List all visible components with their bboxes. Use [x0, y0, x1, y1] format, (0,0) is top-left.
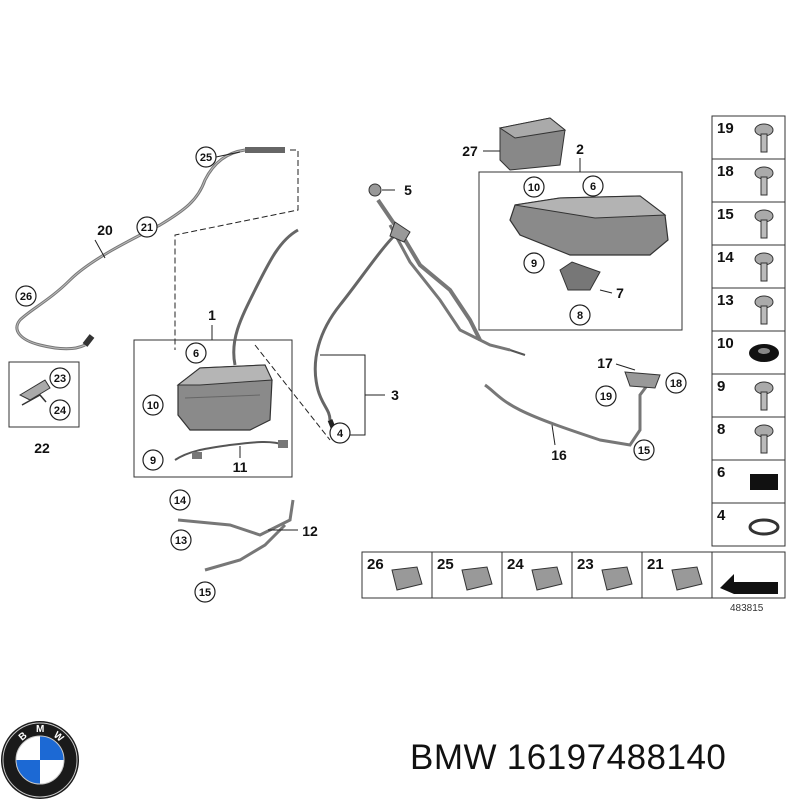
side-part-label: 10: [717, 335, 734, 352]
side-part-label: 4: [717, 507, 726, 524]
part-caption: BMW 16197488140: [410, 738, 726, 778]
side-parts-column: 19 18 15 14 13 10 9 8 6 4: [711, 115, 786, 547]
side-part-label: 8: [717, 421, 725, 438]
svg-text:9: 9: [531, 258, 537, 270]
svg-text:6: 6: [590, 181, 596, 193]
bottom-part-24: 24: [501, 551, 573, 599]
side-part-8: 8: [711, 416, 786, 461]
assembly-1-box: 1 6 10 9 11: [133, 228, 299, 478]
svg-text:16: 16: [551, 447, 567, 463]
svg-text:26: 26: [20, 291, 32, 303]
callout-26: 26: [15, 285, 37, 307]
side-part-6: 6: [711, 459, 786, 504]
side-part-10: 10: [711, 330, 786, 375]
side-part-label: 19: [717, 120, 734, 137]
dash-lines-left: [174, 149, 331, 441]
side-part-13: 13: [711, 287, 786, 332]
svg-text:15: 15: [638, 445, 650, 457]
bottom-part-label: 23: [577, 556, 594, 573]
side-part-label: 9: [717, 378, 725, 395]
group-22: 23 24 22: [8, 361, 80, 456]
side-part-label: 14: [717, 249, 734, 266]
svg-text:8: 8: [577, 310, 583, 322]
svg-text:25: 25: [200, 152, 212, 164]
svg-text:22: 22: [34, 440, 50, 456]
svg-text:14: 14: [174, 495, 187, 507]
bottom-part-label: 21: [647, 556, 664, 573]
svg-text:6: 6: [193, 348, 199, 360]
svg-text:27: 27: [462, 143, 478, 159]
bottom-part-label: 24: [507, 556, 524, 573]
bottom-parts-row: 26 25 24 23 21: [361, 551, 786, 599]
bottom-part-23: 23: [571, 551, 643, 599]
logo-letter-m: M: [36, 724, 44, 735]
side-part-label: 13: [717, 292, 734, 309]
line-16: 17 19 18 15 16: [484, 355, 687, 463]
side-part-label: 15: [717, 206, 734, 223]
svg-text:5: 5: [404, 182, 412, 198]
side-part-15: 15: [711, 201, 786, 246]
svg-text:15: 15: [199, 587, 211, 599]
svg-text:12: 12: [302, 523, 318, 539]
bottom-part-21: 21: [641, 551, 713, 599]
svg-text:4: 4: [337, 428, 344, 440]
side-part-4: 4: [711, 502, 786, 547]
bmw-logo: B M W: [1, 721, 79, 799]
filler-neck-5: 5: [368, 182, 526, 356]
svg-text:10: 10: [147, 400, 159, 412]
hose-3: 3 4: [313, 233, 399, 444]
caption-brand: BMW: [410, 738, 498, 777]
assembly-2-box: 2 10 6 9 8 7: [478, 141, 683, 331]
svg-text:10: 10: [528, 182, 540, 194]
svg-text:13: 13: [175, 535, 187, 547]
label-20: 20: [97, 222, 113, 238]
bottom-part-25: 25: [431, 551, 503, 599]
side-part-label: 6: [717, 464, 725, 481]
side-part-18: 18: [711, 158, 786, 203]
svg-text:19: 19: [600, 391, 612, 403]
svg-text:2: 2: [576, 141, 584, 157]
svg-text:21: 21: [141, 222, 153, 234]
svg-text:23: 23: [54, 373, 66, 385]
side-part-19: 19: [711, 115, 786, 160]
svg-text:3: 3: [391, 387, 399, 403]
reference-number: 483815: [730, 603, 764, 614]
svg-text:7: 7: [616, 285, 624, 301]
line-12: 12 14 13 15: [169, 489, 318, 603]
callout-21: 21: [136, 216, 158, 238]
side-part-14: 14: [711, 244, 786, 289]
side-part-9: 9: [711, 373, 786, 418]
svg-text:17: 17: [597, 355, 613, 371]
hose-20: [15, 147, 285, 351]
svg-text:18: 18: [670, 378, 682, 390]
module-27: 27: [462, 117, 567, 171]
callout-25: 25: [195, 146, 241, 168]
bottom-part-label: 26: [367, 556, 384, 573]
bottom-part-label: 25: [437, 556, 454, 573]
bottom-part-26: 26: [361, 551, 433, 599]
caption-part-number: 16197488140: [506, 738, 727, 777]
parts-diagram: 25 21 20 26 23 24 22 1 6: [8, 115, 786, 614]
arrow-cell: [711, 551, 786, 599]
svg-text:9: 9: [150, 455, 156, 467]
svg-text:11: 11: [233, 459, 248, 475]
side-part-label: 18: [717, 163, 734, 180]
svg-text:24: 24: [54, 405, 67, 417]
svg-text:1: 1: [208, 307, 216, 323]
